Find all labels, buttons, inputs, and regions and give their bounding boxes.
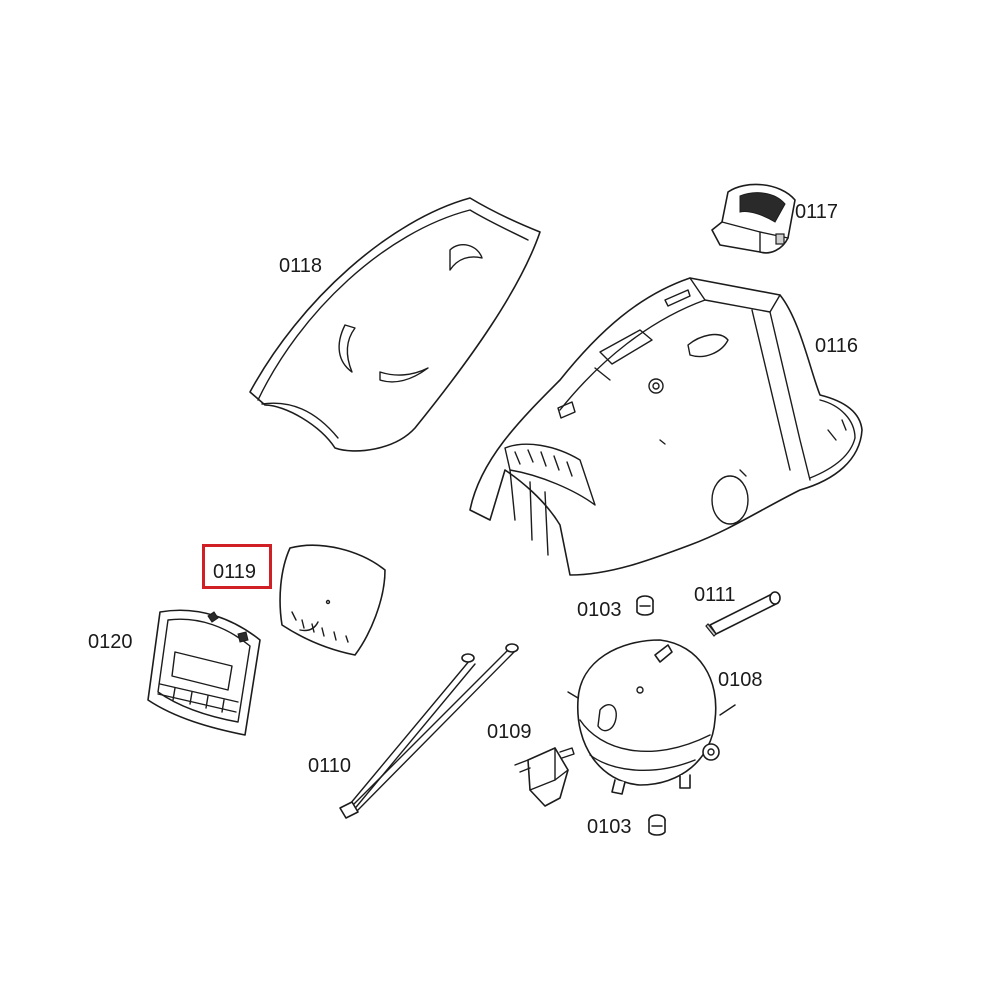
part-0116-main-housing[interactable] <box>469 277 863 576</box>
label-0108: 0108 <box>718 669 763 691</box>
label-0111: 0111 <box>694 584 736 606</box>
label-0103-top: 0103 <box>577 599 622 621</box>
part-0103-top-fitting[interactable] <box>636 595 654 616</box>
label-0109: 0109 <box>487 721 532 743</box>
label-0120: 0120 <box>88 631 133 653</box>
label-0117: 0117 <box>795 201 839 223</box>
highlight-box-0119 <box>202 544 272 589</box>
part-0110-cable[interactable] <box>339 643 519 819</box>
label-0103-bottom: 0103 <box>587 816 632 838</box>
label-0116: 0116 <box>815 335 859 357</box>
label-0119: 0119 <box>213 561 257 583</box>
part-0117-dispenser-part[interactable] <box>711 183 796 254</box>
part-0111-tube[interactable] <box>705 591 781 637</box>
part-0120-display-bezel[interactable] <box>147 609 261 736</box>
part-0118-top-cover[interactable] <box>249 197 541 452</box>
part-0108-compressor[interactable] <box>567 639 736 795</box>
part-0109-relay[interactable] <box>514 747 575 807</box>
part-0119-panel[interactable] <box>279 544 386 656</box>
label-0118: 0118 <box>279 255 323 277</box>
label-0110: 0110 <box>308 755 352 777</box>
part-0103-bottom-fitting[interactable] <box>648 814 666 836</box>
